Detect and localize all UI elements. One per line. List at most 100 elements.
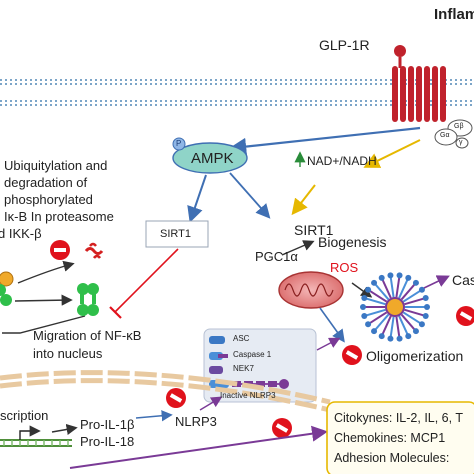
arrow-pgc1a-to-biogenesis xyxy=(281,240,315,256)
oligomer-spoke xyxy=(404,308,425,317)
oligomer-spoke xyxy=(365,297,386,306)
dna-strand xyxy=(0,439,72,447)
ros-label: ROS xyxy=(330,260,359,275)
oligomer-subunit xyxy=(365,286,372,293)
ampk-node xyxy=(172,142,248,174)
arrow-receptor-to-nad xyxy=(363,139,421,168)
nfkb-line-1: Migration of NF-κB xyxy=(33,328,142,343)
ampk-label: AMPK xyxy=(191,150,234,167)
oligomer-spoke xyxy=(395,277,401,298)
receptor-label: GLP-1R xyxy=(319,37,370,53)
sirt1-left-label: SIRT1 xyxy=(160,228,191,240)
oligomer-spoke xyxy=(395,316,401,337)
arrow-ikb-to-degradation xyxy=(17,260,75,284)
chemokines-line: Chemokines: MCP1 xyxy=(334,431,446,445)
inflammasome-oligomer xyxy=(360,272,430,342)
sirt1-left-box xyxy=(145,220,209,248)
asc-label: ASC xyxy=(233,334,250,343)
cytokine-box xyxy=(326,401,474,474)
oligomer-subunit xyxy=(396,335,403,342)
nuclear-membrane xyxy=(0,370,331,413)
oligomer-spoke xyxy=(389,316,395,337)
oligomer-subunit xyxy=(365,321,372,328)
g-gamma-label: γ xyxy=(459,139,463,146)
oligomer-spoke xyxy=(402,311,421,325)
ubiquitylation-line-5: d IKK-β xyxy=(0,226,42,241)
oligomer-spoke xyxy=(381,315,392,335)
oligomer-subunit xyxy=(361,313,368,320)
oligomer-subunit xyxy=(371,279,378,286)
asc-bar xyxy=(209,336,225,344)
ubiquitylation-line-3: phosphorylated xyxy=(4,192,93,207)
oligomer-subunit xyxy=(405,274,412,281)
inhibit-symbol-cytokines xyxy=(272,418,292,438)
pgc1a-label: PGC1α xyxy=(255,249,298,264)
nek7-label: NEK7 xyxy=(233,364,254,373)
phospho-label: P xyxy=(176,139,182,148)
arrow-proil-to-nlrp3 xyxy=(135,410,173,422)
g-protein-complex xyxy=(434,119,473,149)
arrow-nad-to-sirt1 xyxy=(291,184,316,216)
inhibit-symbol-nlrp3 xyxy=(166,388,186,408)
corner-title: Inflam xyxy=(434,6,474,23)
arrow-ampk-to-sirt1 xyxy=(187,174,207,223)
arrow-mito-down xyxy=(319,307,345,343)
oligomer-core xyxy=(385,297,405,317)
pro-il1b-label: Pro-IL-1β xyxy=(80,417,135,432)
oligomer-spoke xyxy=(402,289,421,303)
inhibit-sirt1-nfkb xyxy=(114,248,179,313)
adhesion-line: Adhesion Molecules: xyxy=(334,451,450,465)
oligomer-spoke xyxy=(398,279,409,299)
g-beta-label: Gβ xyxy=(454,123,464,130)
arrow-panel-to-oligomer xyxy=(316,337,341,351)
glp1r-receptor xyxy=(392,45,446,122)
arrow-nfkb-feedback xyxy=(2,315,86,334)
oligomer-subunit xyxy=(360,304,366,310)
oligomer-subunit xyxy=(396,272,403,279)
oligomer-subunit xyxy=(412,328,419,335)
oligomer-spoke xyxy=(400,283,416,301)
oligomer-subunit xyxy=(378,274,385,281)
transcription-label: scription xyxy=(0,408,49,423)
arrow-to-cytokines xyxy=(69,425,328,469)
oligomer-subunit xyxy=(387,335,394,342)
oligomer-spoke xyxy=(369,311,388,325)
cytokine-text: Citokynes: IL-2, IL, 6, T Chemokines: MC… xyxy=(334,408,463,468)
oligomer-subunit xyxy=(412,279,419,286)
biogenesis-label: Biogenesis xyxy=(318,234,387,250)
ubiquitylation-line-1: Ubiquitylation and xyxy=(4,158,108,173)
oligomer-spoke xyxy=(404,297,425,306)
arrow-ampk-to-pgc1a xyxy=(229,172,271,219)
oligomer-spoke xyxy=(400,313,416,331)
arrow-receptor-to-ampk xyxy=(228,126,421,156)
ubiquitylation-text: Ubiquitylation and degradation of phosph… xyxy=(0,157,114,242)
ubiquitylation-line-2: degradation of xyxy=(4,175,88,190)
oligomer-spoke xyxy=(365,308,386,317)
transcription-start-arrow xyxy=(19,425,41,440)
arrow-nlrp3-to-panel xyxy=(199,396,223,411)
oligomer-subunit xyxy=(387,272,394,279)
inactive-nlrp3-label: Inactive NLRP3 xyxy=(220,391,276,400)
oligomer-subunit xyxy=(422,313,429,320)
inhibit-symbol-caspase xyxy=(456,306,474,326)
nek7-bar xyxy=(209,366,223,374)
nfkb-migration-text: Migration of NF-κB into nucleus xyxy=(33,327,141,363)
cytokines-line: Citokynes: IL-2, IL, 6, T xyxy=(334,411,463,425)
oligomer-spoke xyxy=(381,279,392,299)
arrow-ikb-to-nfkb xyxy=(14,294,73,306)
oligomerization-label: Oligomerization xyxy=(366,348,464,364)
oligomer-subunit xyxy=(418,321,425,328)
oligomer-subunit xyxy=(371,328,378,335)
g-alpha-label: Gα xyxy=(440,132,450,139)
nlrp3-label: NLRP3 xyxy=(175,414,217,429)
sirt1-right-label: SIRT1 xyxy=(294,222,334,238)
oligomer-subunit xyxy=(405,333,412,340)
oligomer-subunit xyxy=(361,294,368,301)
oligomer-subunit xyxy=(418,286,425,293)
oligomer-spoke xyxy=(374,313,390,331)
degraded-fragments-icon xyxy=(84,242,104,259)
caspase-label: Cas xyxy=(452,272,474,288)
oligomer-spoke xyxy=(369,289,388,303)
oligomer-subunit xyxy=(424,304,430,310)
